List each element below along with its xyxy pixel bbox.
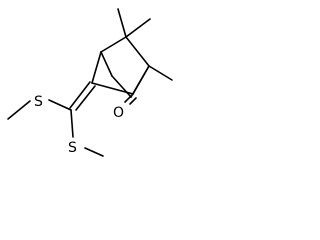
bond-s-methyl-lower bbox=[84, 147, 104, 157]
bond-c2-c1 bbox=[132, 65, 150, 95]
bond-c5-c6 bbox=[111, 75, 132, 98]
bond-bridge-c1 bbox=[125, 36, 150, 67]
bond-carbonyl-b bbox=[129, 97, 137, 105]
bond-c-s-lower bbox=[70, 109, 74, 138]
bond-bridgehead-methyl bbox=[148, 65, 173, 81]
sulfur-atom-lower: S bbox=[68, 140, 77, 156]
chemical-structure-diagram: S S O bbox=[7, 8, 173, 157]
bond-bridge-methyl-b bbox=[125, 18, 151, 38]
bond-exocyclic-double-a bbox=[69, 81, 91, 109]
bond-c-s-upper bbox=[48, 99, 72, 111]
bond-c4-c3 bbox=[91, 51, 102, 84]
bond-bridge-methyl-a bbox=[117, 8, 127, 38]
oxygen-atom: O bbox=[113, 105, 124, 121]
bond-s-methyl-upper bbox=[7, 100, 31, 120]
bond-c4-bridge bbox=[100, 36, 127, 53]
bond-exocyclic-double-b bbox=[75, 85, 96, 111]
sulfur-atom-upper: S bbox=[34, 94, 43, 110]
bond-c4-c5 bbox=[100, 51, 113, 77]
bond-c3-c2 bbox=[91, 82, 134, 95]
bond-carbonyl-a bbox=[124, 95, 132, 103]
